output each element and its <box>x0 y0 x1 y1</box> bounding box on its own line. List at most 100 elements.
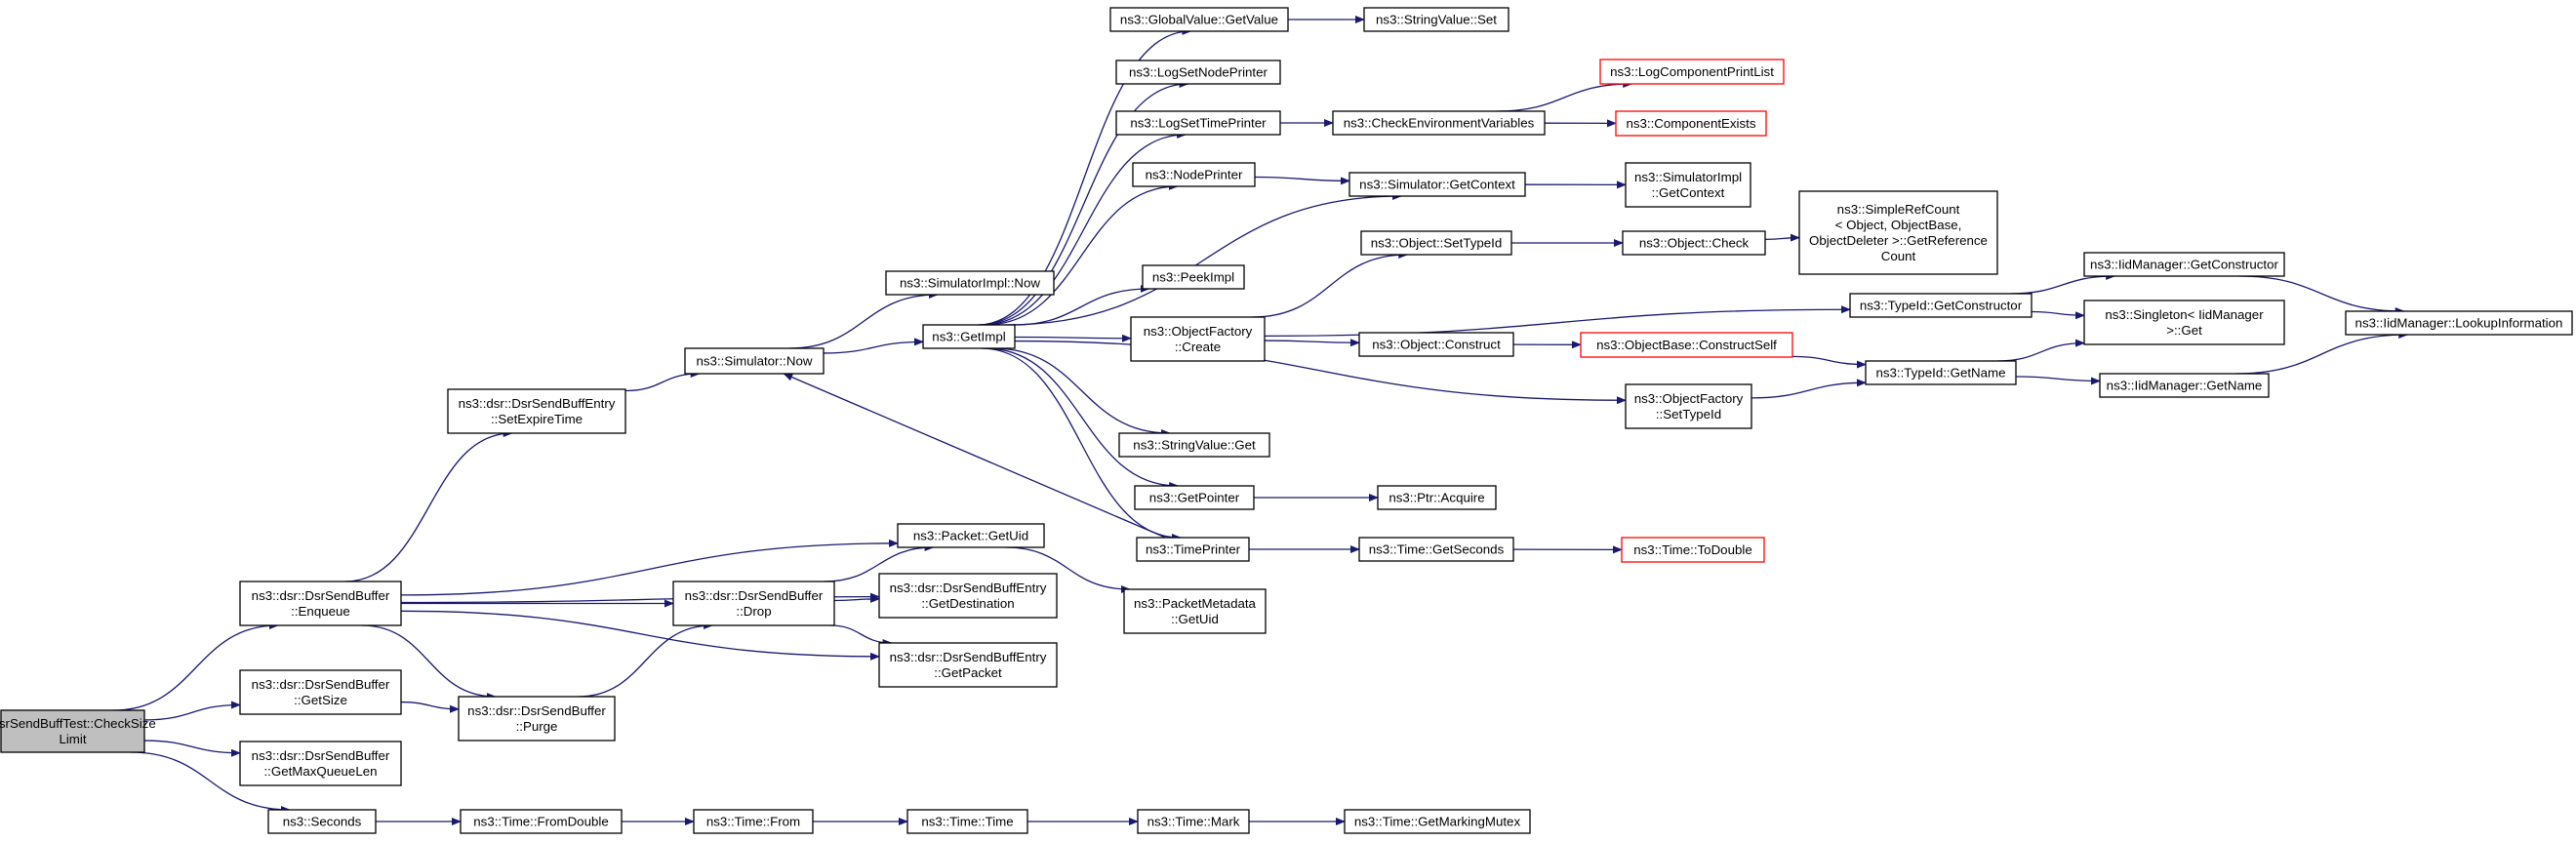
node-setexpire[interactable]: ns3::dsr::DsrSendBuffEntry::SetExpireTim… <box>447 388 626 434</box>
node-purge[interactable]: ns3::dsr::DsrSendBuffer::Purge <box>458 696 616 742</box>
edge-drop-to-getpacket <box>829 624 893 647</box>
node-getpacket[interactable]: ns3::dsr::DsrSendBuffEntry::GetPacket <box>878 642 1058 688</box>
edge-line <box>1751 379 1867 399</box>
node-ptracquire[interactable]: ns3::Ptr::Acquire <box>1377 485 1497 510</box>
node-label-line: ns3::dsr::DsrSendBuffer <box>252 588 390 603</box>
edge-getimpl-to-logsettime <box>981 131 1187 326</box>
node-logsettime[interactable]: ns3::LogSetTimePrinter <box>1115 110 1281 136</box>
node-ofsettypeid[interactable]: ns3::ObjectFactory::SetTypeId <box>1625 383 1752 429</box>
node-simnow[interactable]: ns3::Simulator::Now <box>684 347 825 375</box>
edge-getimpl-to-peekimpl <box>1013 285 1150 326</box>
node-getdest[interactable]: ns3::dsr::DsrSendBuffEntry::GetDestinati… <box>878 573 1058 619</box>
node-iidgetctor[interactable]: ns3::IidManager::GetConstructor <box>2083 252 2285 277</box>
edge-tidgetname-to-singletonget <box>1997 339 2085 362</box>
edge-line <box>823 338 924 354</box>
node-label-line: ::Enqueue <box>291 604 350 619</box>
node-logsetnode[interactable]: ns3::LogSetNodePrinter <box>1115 60 1281 85</box>
edge-tidgetctor-to-iidgetctor <box>2010 272 2116 295</box>
edge-line <box>1264 305 1851 338</box>
node-label-line: ::GetDestination <box>921 596 1014 611</box>
node-getmaxq[interactable]: ns3::dsr::DsrSendBuffer::GetMaxQueueLen <box>239 741 402 786</box>
node-obconstructself[interactable]: ns3::ObjectBase::ConstructSelf <box>1580 332 1793 358</box>
node-label-line: Count <box>1881 249 1916 263</box>
node-label-line: ns3::Time::GetMarkingMutex <box>1354 815 1521 829</box>
node-compexists[interactable]: ns3::ComponentExists <box>1615 110 1767 137</box>
node-box <box>1344 809 1531 834</box>
node-label-line: ns3::Time::GetSeconds <box>1369 542 1505 557</box>
edge-line <box>400 701 460 713</box>
node-tidgetname[interactable]: ns3::TypeId::GetName <box>1865 360 2017 385</box>
node-box <box>1132 162 1256 187</box>
node-fromdouble[interactable]: ns3::Time::FromDouble <box>460 809 623 834</box>
node-label-line: ::GetUid <box>1171 612 1219 626</box>
node-drop[interactable]: ns3::dsr::DsrSendBuffer::Drop <box>672 581 835 626</box>
node-simgetctx[interactable]: ns3::Simulator::GetContext <box>1348 172 1526 197</box>
node-simimplctx[interactable]: ns3::SimulatorImpl::GetContext <box>1625 162 1751 208</box>
node-box <box>1377 485 1497 510</box>
edge-getimpl-to-ofsettypeid <box>1014 340 1627 405</box>
edge-getimpl-to-logsetnode <box>979 80 1189 326</box>
node-box <box>885 270 1055 296</box>
node-label-line: ns3::ObjectFactory <box>1634 391 1744 406</box>
edge-drop-to-getdest <box>833 594 880 603</box>
node-enqueue[interactable]: ns3::dsr::DsrSendBuffer::Enqueue <box>239 581 402 626</box>
node-label-line: ns3::Time::FromDouble <box>473 815 608 829</box>
node-svget[interactable]: ns3::StringValue::Get <box>1118 432 1270 458</box>
edge-tidgetname-to-iidgetname <box>2015 376 2101 385</box>
node-label-line: ::GetContext <box>1652 185 1725 200</box>
node-svset[interactable]: ns3::StringValue::Set <box>1363 7 1509 32</box>
node-timegetmutex[interactable]: ns3::Time::GetMarkingMutex <box>1344 809 1531 834</box>
node-simimplnow[interactable]: ns3::SimulatorImpl::Now <box>885 270 1055 296</box>
node-ofcreate[interactable]: ns3::ObjectFactory::Create <box>1130 316 1266 362</box>
node-seconds[interactable]: ns3::Seconds <box>267 809 377 834</box>
node-label-line: ::Create <box>1175 340 1221 354</box>
node-label-line: ns3::dsr::DsrSendBuffEntry <box>890 581 1047 595</box>
node-label-line: ns3::Time::Time <box>921 815 1013 829</box>
node-objcheck[interactable]: ns3::Object::Check <box>1622 230 1766 256</box>
node-label-line: ns3::dsr::DsrSendBuffEntry <box>459 396 616 411</box>
node-pmgetuid[interactable]: ns3::PacketMetadata::GetUid <box>1123 588 1267 634</box>
node-box <box>1798 190 1998 275</box>
node-box <box>460 809 623 834</box>
node-label-line: >::Get <box>2166 323 2202 338</box>
node-todouble[interactable]: ns3::Time::ToDouble <box>1621 537 1765 563</box>
node-label-line: ns3::Simulator::Now <box>697 354 813 369</box>
node-label-line: ns3::dsr::DsrSendBuffer <box>252 677 390 692</box>
node-singletonget[interactable]: ns3::Singleton< IidManager>::Get <box>2083 300 2285 345</box>
node-box <box>1625 383 1752 429</box>
node-peekimpl[interactable]: ns3::PeekImpl <box>1142 264 1245 290</box>
node-timeprinter[interactable]: ns3::TimePrinter <box>1136 537 1250 562</box>
edge-line <box>113 621 279 711</box>
node-box <box>2099 373 2270 398</box>
edge-tidgetctor-to-singletonget <box>2031 310 2085 320</box>
node-label-line: ns3::TimePrinter <box>1146 542 1241 557</box>
node-objsettypeid[interactable]: ns3::Object::SetTypeId <box>1360 230 1512 256</box>
node-refcount[interactable]: ns3::SimpleRefCount< Object, ObjectBase,… <box>1798 190 1998 275</box>
node-label-line: ns3::GetImpl <box>932 330 1005 344</box>
node-label-line: ns3::PeekImpl <box>1152 270 1234 285</box>
node-timetime[interactable]: ns3::Time::Time <box>906 809 1028 834</box>
node-timegetsec[interactable]: ns3::Time::GetSeconds <box>1358 537 1514 562</box>
node-timemark[interactable]: ns3::Time::Mark <box>1137 809 1250 834</box>
node-box <box>922 324 1016 349</box>
node-checkenv[interactable]: ns3::CheckEnvironmentVariables <box>1332 110 1546 136</box>
edge-line <box>829 624 893 647</box>
node-logcomplist[interactable]: ns3::LogComponentPrintList <box>1599 59 1785 85</box>
node-iidlookup[interactable]: ns3::IidManager::LookupInformation <box>2345 310 2573 336</box>
node-objconstruct[interactable]: ns3::Object::Construct <box>1358 332 1514 357</box>
node-gvgetvalue[interactable]: ns3::GlobalValue::GetValue <box>1109 7 1289 32</box>
node-pktgetuid[interactable]: ns3::Packet::GetUid <box>897 523 1045 548</box>
node-timefrom[interactable]: ns3::Time::From <box>693 809 814 834</box>
node-nodeprinter[interactable]: ns3::NodePrinter <box>1132 162 1256 187</box>
edge-enqueue-to-pktgetuid <box>400 539 899 596</box>
node-tidgetctor[interactable]: ns3::TypeId::GetConstructor <box>1849 293 2033 318</box>
node-getimpl[interactable]: ns3::GetImpl <box>922 324 1016 349</box>
edge-getimpl-to-simgetctx <box>1004 192 1403 326</box>
node-iidgetname[interactable]: ns3::IidManager::GetName <box>2099 373 2270 398</box>
node-box <box>1360 230 1512 256</box>
node-getpointer[interactable]: ns3::GetPointer <box>1134 485 1255 510</box>
node-label-line: ns3::LogComponentPrintList <box>1610 64 1774 79</box>
node-getsize[interactable]: ns3::dsr::DsrSendBuffer::GetSize <box>239 669 402 715</box>
node-box <box>1348 172 1526 197</box>
